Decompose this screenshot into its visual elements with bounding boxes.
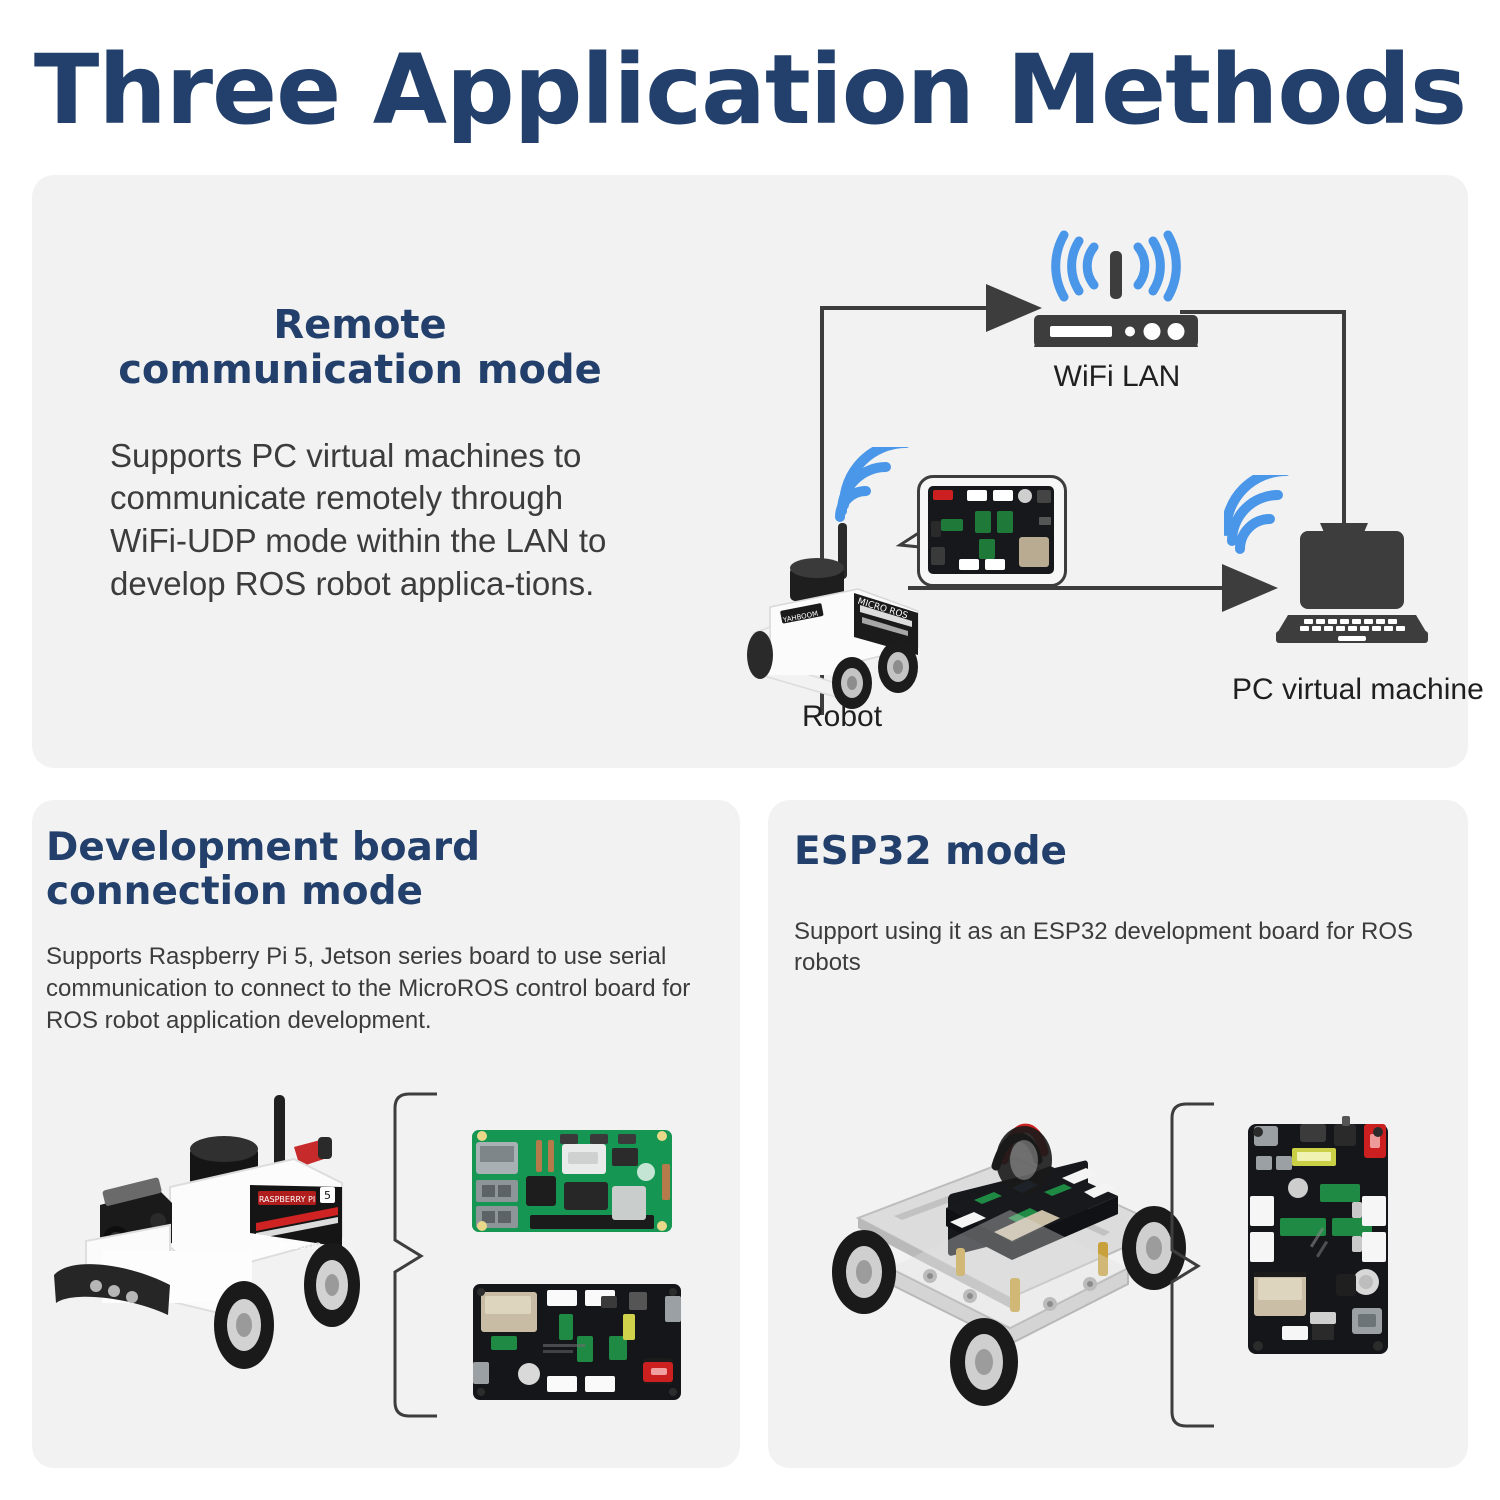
node-label-pc: PC virtual machine: [1232, 673, 1484, 706]
node-label-wifi-lan: WiFi LAN: [1053, 360, 1181, 393]
pc-wifi-signal-icon: [1224, 475, 1289, 554]
devboard-heading: Development board connection mode: [46, 826, 726, 913]
remote-heading-line2: communication mode: [118, 346, 602, 393]
svg-text:ROBOTIC: ROBOTIC: [280, 1242, 321, 1252]
wifi-router-icon: [1034, 230, 1198, 347]
remote-heading-line1: Remote: [273, 302, 447, 348]
esp32-callout-bracket: [1170, 1102, 1214, 1428]
remote-heading: Remote communication mode: [110, 303, 610, 393]
remote-description: Supports PC virtual machines to communic…: [110, 436, 607, 603]
devboard-heading-line1: Development board: [46, 825, 481, 870]
laptop-icon: [1276, 531, 1428, 643]
devboard-robot-photo: RASPBERRY PI 5 ROBOTIC: [42, 1075, 412, 1415]
node-label-robot: Robot: [801, 700, 883, 733]
devboard-heading-line2: connection mode: [46, 868, 423, 914]
remote-communication-diagram: WiFi LAN: [672, 175, 1484, 768]
devboard-text-block: Development board connection mode Suppor…: [46, 826, 726, 1036]
microros-control-board-photo: [447, 1262, 712, 1422]
callout-control-board: [917, 475, 1067, 587]
robot-wifi-signal-icon: [835, 447, 909, 522]
panel-development-board: Development board connection mode Suppor…: [32, 800, 740, 1468]
panel-esp32-mode: ESP32 mode Support using it as an ESP32 …: [768, 800, 1468, 1468]
esp32-description: Support using it as an ESP32 development…: [794, 917, 1414, 977]
arrow-wifi-to-pc: [1180, 310, 1368, 579]
svg-text:RASPBERRY PI: RASPBERRY PI: [259, 1195, 315, 1204]
esp32-text-block: ESP32 mode Support using it as an ESP32 …: [794, 830, 1444, 979]
svg-text:5: 5: [324, 1189, 331, 1202]
esp32-heading: ESP32 mode: [794, 829, 1067, 874]
devboard-callout-bracket: [393, 1092, 437, 1418]
panel-remote-communication: Remote communication mode Supports PC vi…: [32, 175, 1484, 768]
raspberry-pi-5-board-photo: [440, 1100, 710, 1255]
devboard-description: Supports Raspberry Pi 5, Jetson series b…: [46, 943, 691, 1034]
robot-photo: MICRO ROS YAHBOOM: [732, 515, 952, 715]
page-title: Three Application Methods: [33, 34, 1467, 146]
remote-text-block: Remote communication mode Supports PC vi…: [110, 303, 650, 606]
esp32-control-board-photo: [1216, 1096, 1446, 1426]
esp32-robot-chassis-photo: [798, 1100, 1218, 1430]
